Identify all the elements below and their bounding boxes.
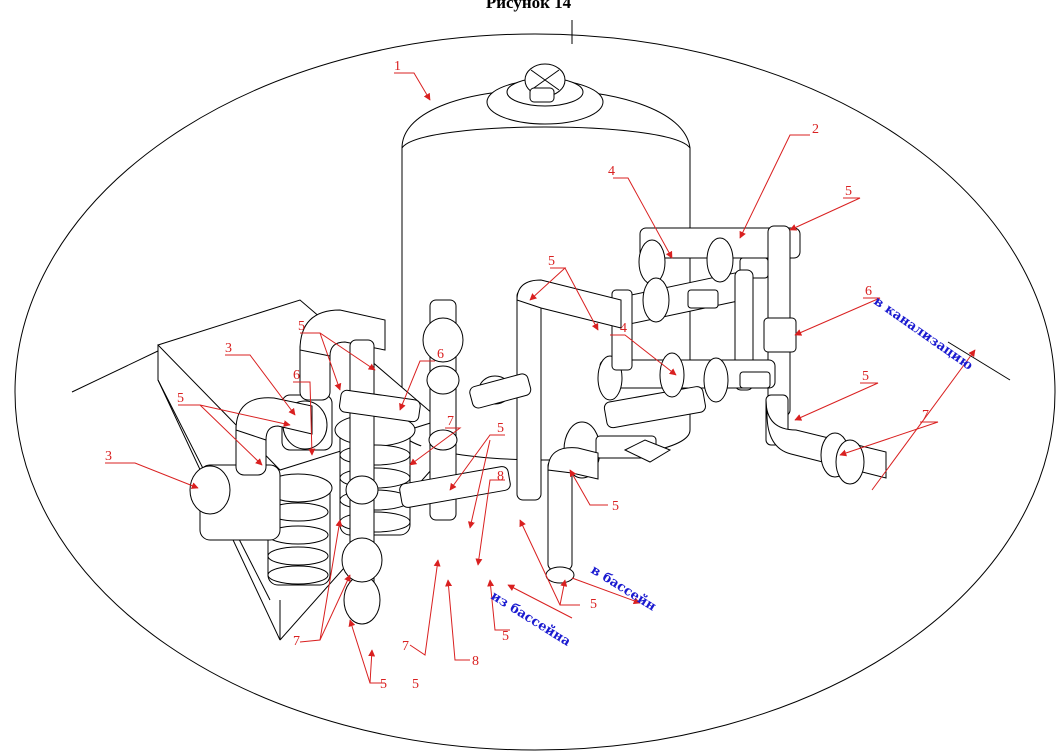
callout-8: 8 [472,654,479,669]
callout-5: 5 [380,677,387,692]
figure-title: Рисунок 14 [485,0,572,12]
callout-8: 8 [497,469,504,484]
callout-4: 4 [620,321,627,336]
callout-7: 7 [402,639,409,654]
label-to-pool: в бассейн [588,563,659,615]
suction-pipes [338,299,532,625]
callout-2: 2 [812,122,819,137]
callout-5: 5 [497,421,504,436]
callout-5: 5 [612,499,619,514]
callout-5: 5 [412,677,419,692]
callout-5: 5 [862,369,869,384]
callout-3: 3 [225,341,232,356]
flow-arrows [507,349,976,619]
callout-6: 6 [865,284,872,299]
callout-5: 5 [298,319,305,334]
label-to-sewer: в канализацию [871,294,976,374]
callout-7: 7 [922,408,929,423]
callout-1: 1 [394,59,401,74]
callout-7: 7 [447,414,454,429]
callout-5: 5 [548,254,555,269]
callout-5: 5 [502,629,509,644]
callout-3: 3 [105,449,112,464]
callout-4: 4 [608,164,615,179]
callout-5: 5 [845,184,852,199]
callout-5: 5 [590,597,597,612]
drain-pipe [765,394,887,485]
callout-6: 6 [293,368,300,383]
callout-labels: 1 2 5 4 4 5 6 5 7 3 3 5 5 6 6 7 5 8 5 5 … [105,59,929,692]
room-outline [14,20,1056,751]
callout-leaders [105,72,939,684]
pump-front [189,397,333,586]
callout-7: 7 [293,634,300,649]
callout-5: 5 [177,391,184,406]
label-from-pool: из бассейна [488,589,574,650]
callout-6: 6 [437,347,444,362]
